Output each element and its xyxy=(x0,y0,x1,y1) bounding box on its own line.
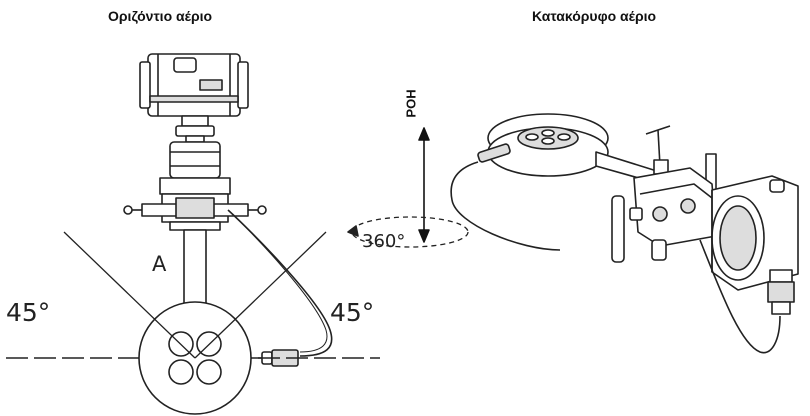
angle-label-left: 45° xyxy=(6,298,51,327)
angle-line-left xyxy=(63,231,196,359)
transmitter-housing xyxy=(139,53,249,117)
flow-label: ΡΟΗ xyxy=(403,89,419,118)
dimension-label-a: A xyxy=(152,252,167,276)
right-transmitter-housing xyxy=(711,175,799,291)
valve-manifold xyxy=(123,177,267,231)
probe-connector xyxy=(240,349,299,367)
right-manifold xyxy=(629,167,717,261)
t-handle-valve xyxy=(645,125,671,175)
angle-line-right xyxy=(194,231,327,359)
lower-impulse-tube xyxy=(699,239,781,354)
angle-label-right: 45° xyxy=(330,298,375,327)
sensor-ring xyxy=(487,113,609,177)
rotation-label: 360° xyxy=(362,231,406,252)
rotation-ellipse xyxy=(351,216,469,248)
transmitter-neck xyxy=(175,115,215,143)
title-horizontal-gas: Οριζόντιο αέριο xyxy=(108,8,213,24)
vertical-gas-installation xyxy=(347,113,799,354)
bottom-connector xyxy=(767,269,795,315)
rotation-arrowhead xyxy=(347,225,359,237)
side-valve xyxy=(611,195,625,263)
horizontal-gas-installation xyxy=(6,53,380,415)
sensor-module xyxy=(169,141,221,179)
title-vertical-gas: Κατακόρυφο αέριο xyxy=(532,8,657,24)
flow-arrow xyxy=(418,127,430,243)
left-probe xyxy=(450,143,561,251)
